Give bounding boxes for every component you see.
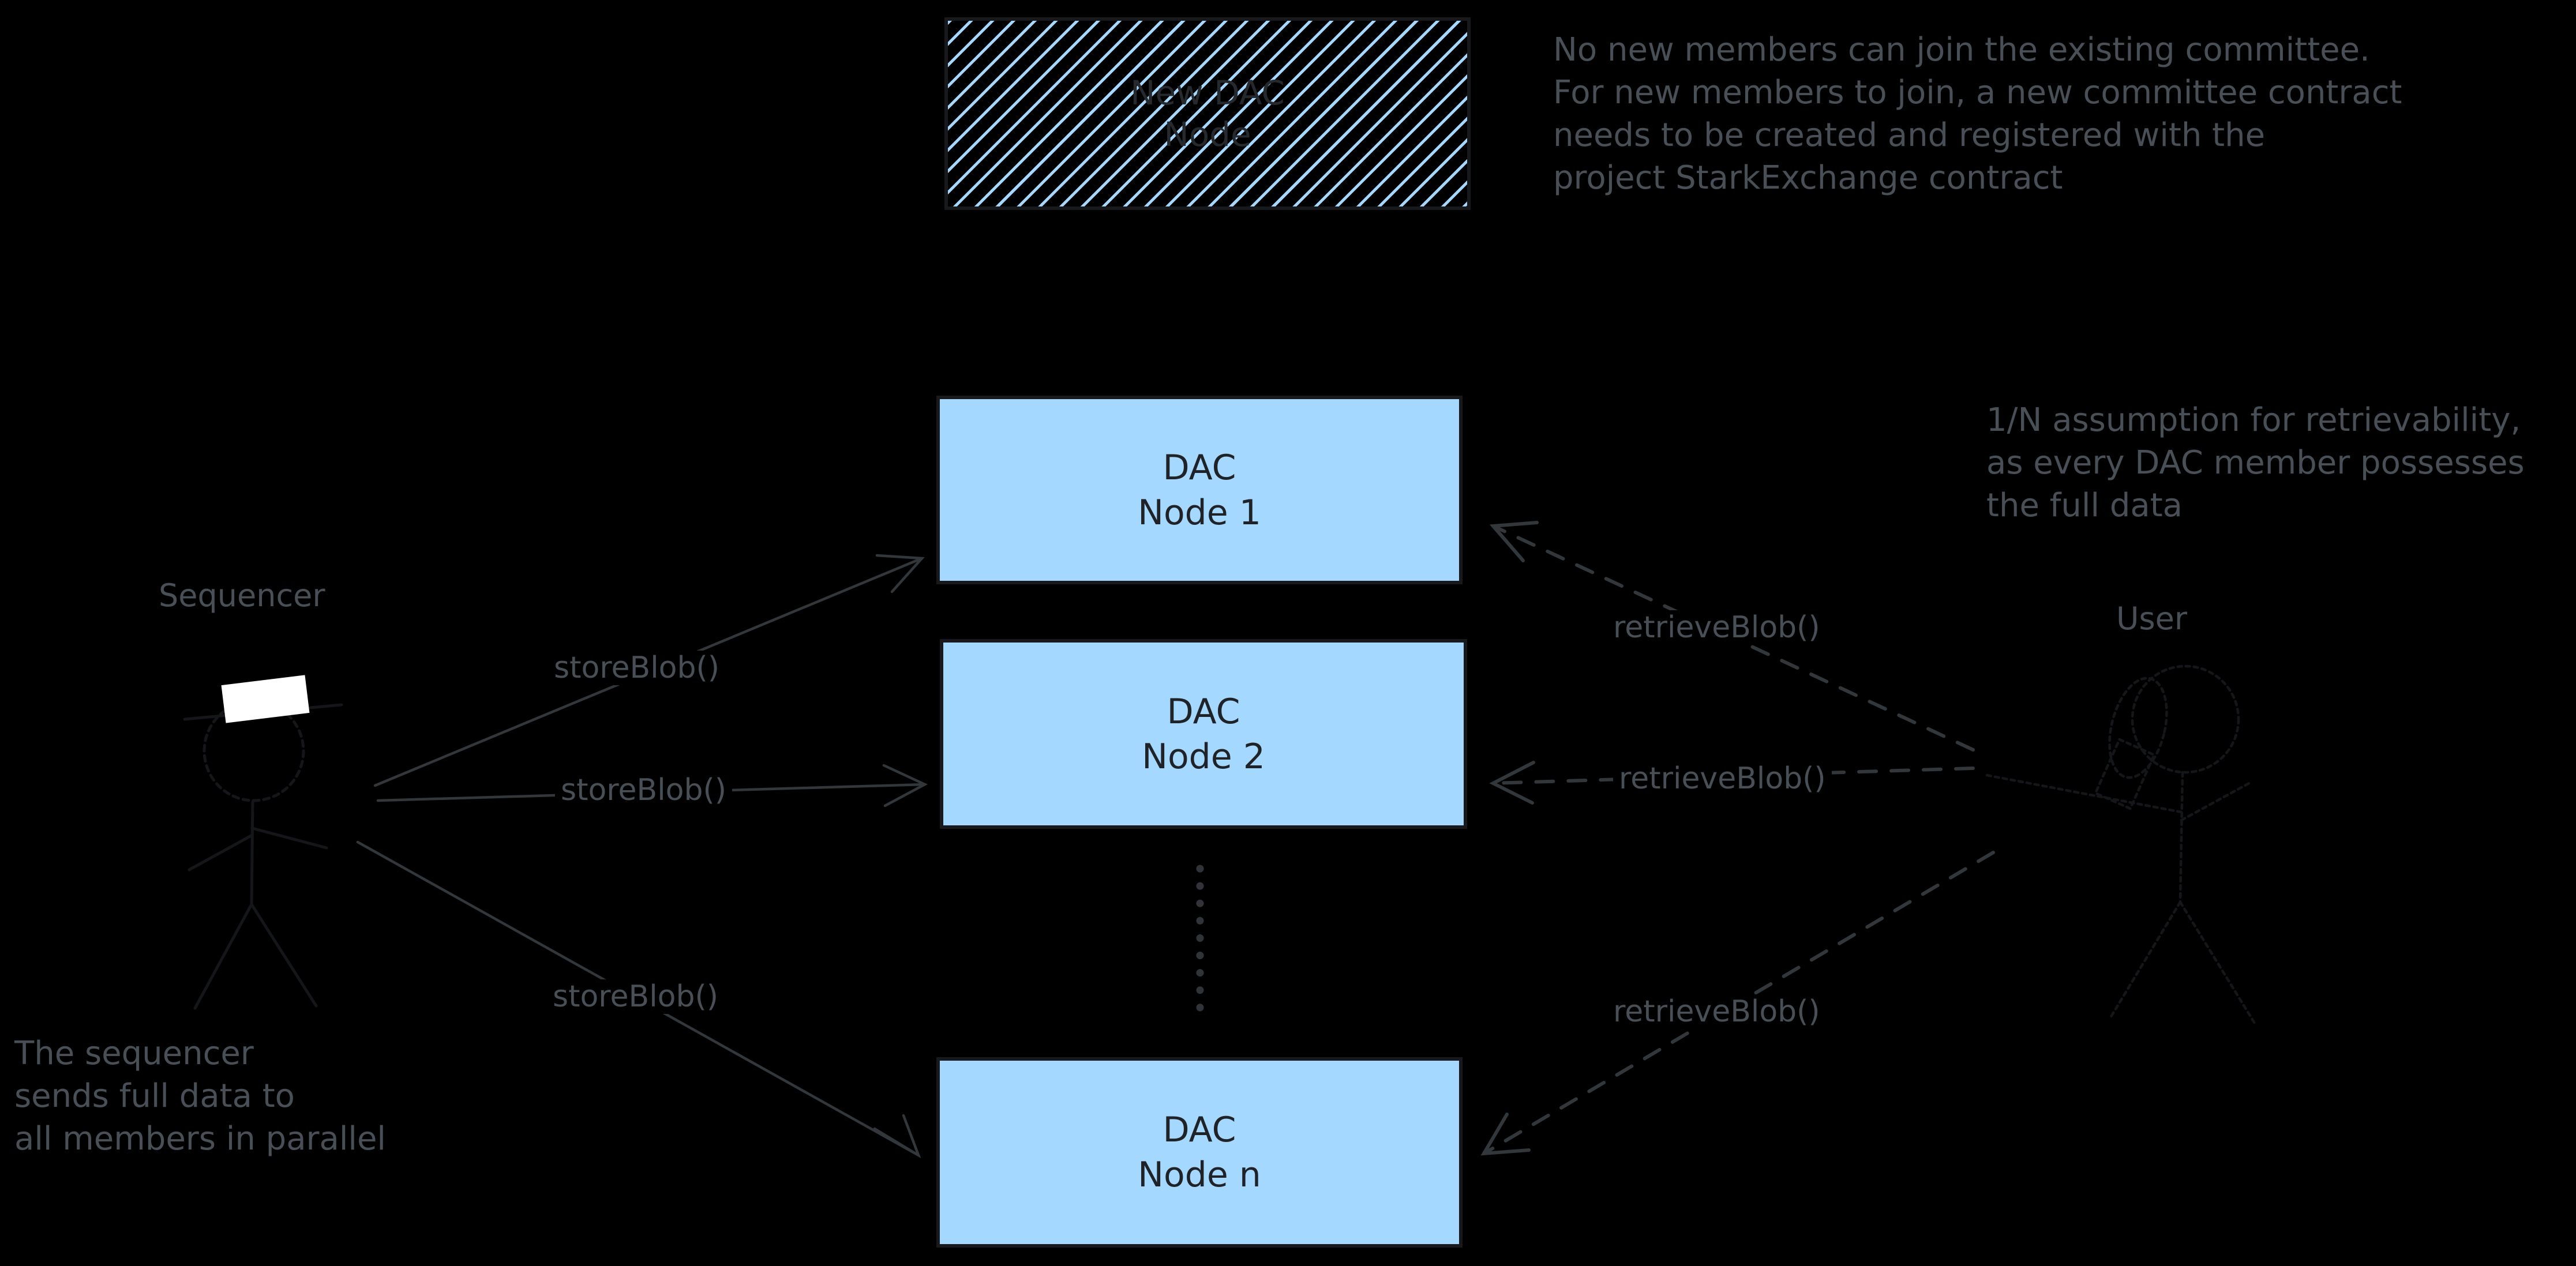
committee-note: No new members can join the existing com… bbox=[1553, 31, 2402, 197]
sequencer-note: The sequencer sends full data to all mem… bbox=[14, 1035, 386, 1158]
retrieve-blob-label-1: retrieveBlob() bbox=[1607, 610, 1826, 645]
sequencer-legs bbox=[193, 903, 318, 1010]
store-blob-label-1: storeBlob() bbox=[548, 651, 726, 685]
user-device bbox=[2094, 738, 2156, 810]
retrieve-arrow-2-head bbox=[1489, 761, 1535, 805]
user-label: User bbox=[2116, 600, 2188, 637]
retrieve-arrow-n-head bbox=[1480, 1113, 1531, 1156]
retrievability-note: 1/N assumption for retrievability, as ev… bbox=[1986, 401, 2525, 524]
store-arrow-2-head bbox=[882, 764, 928, 807]
user-hair bbox=[2108, 677, 2168, 779]
user-arm-right bbox=[2180, 780, 2253, 822]
retrieve-arrow-1-head bbox=[1489, 521, 1539, 562]
user-legs bbox=[2108, 900, 2256, 1025]
user-arm-left bbox=[1982, 773, 2183, 814]
user-figure bbox=[1982, 664, 2256, 1025]
sequencer-figure bbox=[183, 700, 343, 1010]
node-label: DAC Node 1 bbox=[1138, 447, 1261, 533]
sequencer-hat bbox=[221, 675, 310, 723]
node-label: DAC Node 2 bbox=[1142, 691, 1265, 777]
retrieve-blob-label-2: retrieveBlob() bbox=[1613, 761, 1832, 796]
retrieve-blob-label-n: retrieveBlob() bbox=[1607, 994, 1826, 1029]
store-blob-label-n: storeBlob() bbox=[547, 979, 725, 1014]
user-head bbox=[2131, 664, 2240, 774]
node-label: DAC Node n bbox=[1138, 1110, 1261, 1195]
sequencer-label: Sequencer bbox=[159, 577, 325, 614]
store-arrow-n-head bbox=[873, 1114, 921, 1159]
store-blob-label-2: storeBlob() bbox=[555, 773, 733, 807]
store-arrow-1-head bbox=[875, 554, 925, 593]
node-box-dac-1: DAC Node 1 bbox=[936, 396, 1463, 584]
user-body bbox=[2178, 771, 2184, 904]
node-box-dac-2: DAC Node 2 bbox=[940, 639, 1467, 829]
node-box-dac-n: DAC Node n bbox=[936, 1057, 1463, 1248]
sequencer-body bbox=[250, 800, 254, 906]
node-box-new-dac: New DAC Node bbox=[944, 17, 1471, 210]
node-label: New DAC Node bbox=[1130, 73, 1285, 154]
sequencer-arms bbox=[188, 827, 328, 871]
